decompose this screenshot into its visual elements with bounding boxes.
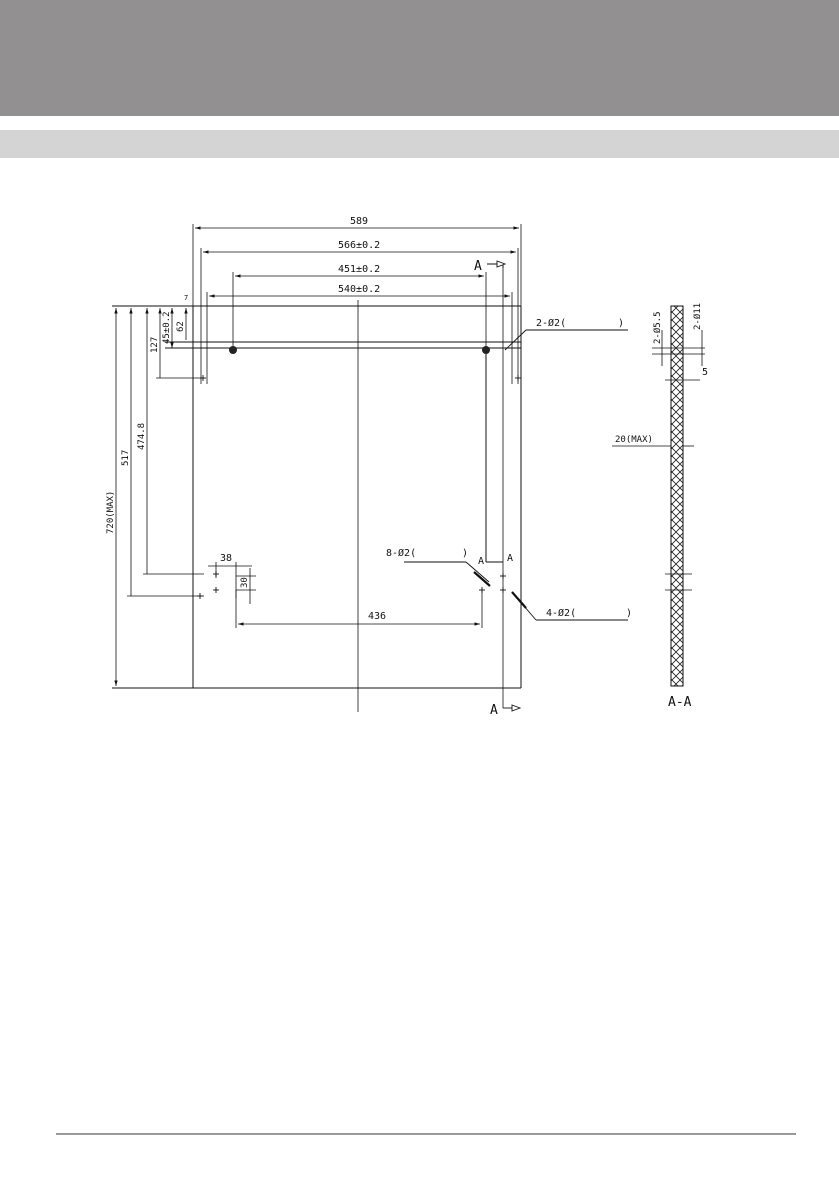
section-marker-bottom: A — [490, 703, 498, 718]
footer-rule — [56, 1133, 796, 1135]
horizontal-dimensions — [192, 224, 522, 628]
section-dia-11: 2-Ø11 — [692, 303, 703, 330]
dim-540: 540±0.2 — [338, 284, 380, 295]
section-dia-5-5: 2-Ø5.5 — [652, 311, 663, 344]
hole-marks — [197, 375, 521, 599]
section-thickness: 20(MAX) — [615, 435, 653, 445]
dim-720-max: 720(MAX) — [106, 491, 116, 534]
header-band — [0, 0, 839, 116]
dim-451: 451±0.2 — [338, 264, 380, 275]
dim-517: 517 — [121, 450, 131, 466]
callout-lower-holes-close: ) — [462, 548, 468, 559]
section-marker-mid-left: A — [478, 556, 484, 567]
section-marker-mid-right: A — [507, 553, 513, 564]
top-mounting-holes — [229, 346, 490, 354]
section-marker-top: A — [474, 259, 482, 274]
section-view — [612, 305, 705, 687]
section-arrows — [487, 260, 522, 712]
dim-62: 62 — [176, 321, 186, 332]
vertical-dimensions — [114, 308, 204, 686]
callout-right-holes: 4-Ø2( — [546, 607, 576, 619]
section-view-title: A-A — [668, 695, 692, 710]
screw-symbols — [473, 571, 527, 609]
callout-right-holes-close: ) — [626, 608, 632, 619]
panel-outline — [112, 263, 522, 712]
dim-45: 45±0.2 — [162, 311, 172, 344]
dim-436: 436 — [368, 611, 386, 622]
dim-127: 127 — [150, 337, 160, 353]
callout-lower-holes: 8-Ø2( — [386, 547, 416, 559]
dim-38: 38 — [220, 553, 232, 564]
section-title-band — [0, 130, 839, 158]
callout-top-holes: 2-Ø2( — [536, 317, 566, 329]
dim-small-mark: 7 — [184, 294, 188, 302]
callout-top-holes-close: ) — [618, 318, 624, 329]
dim-30: 30 — [240, 577, 250, 588]
leader-lines — [404, 329, 628, 621]
dim-474-8: 474.8 — [137, 423, 147, 450]
dim-overall-width: 589 — [350, 216, 368, 227]
dim-566: 566±0.2 — [338, 240, 380, 251]
section-depth-5: 5 — [702, 367, 708, 378]
